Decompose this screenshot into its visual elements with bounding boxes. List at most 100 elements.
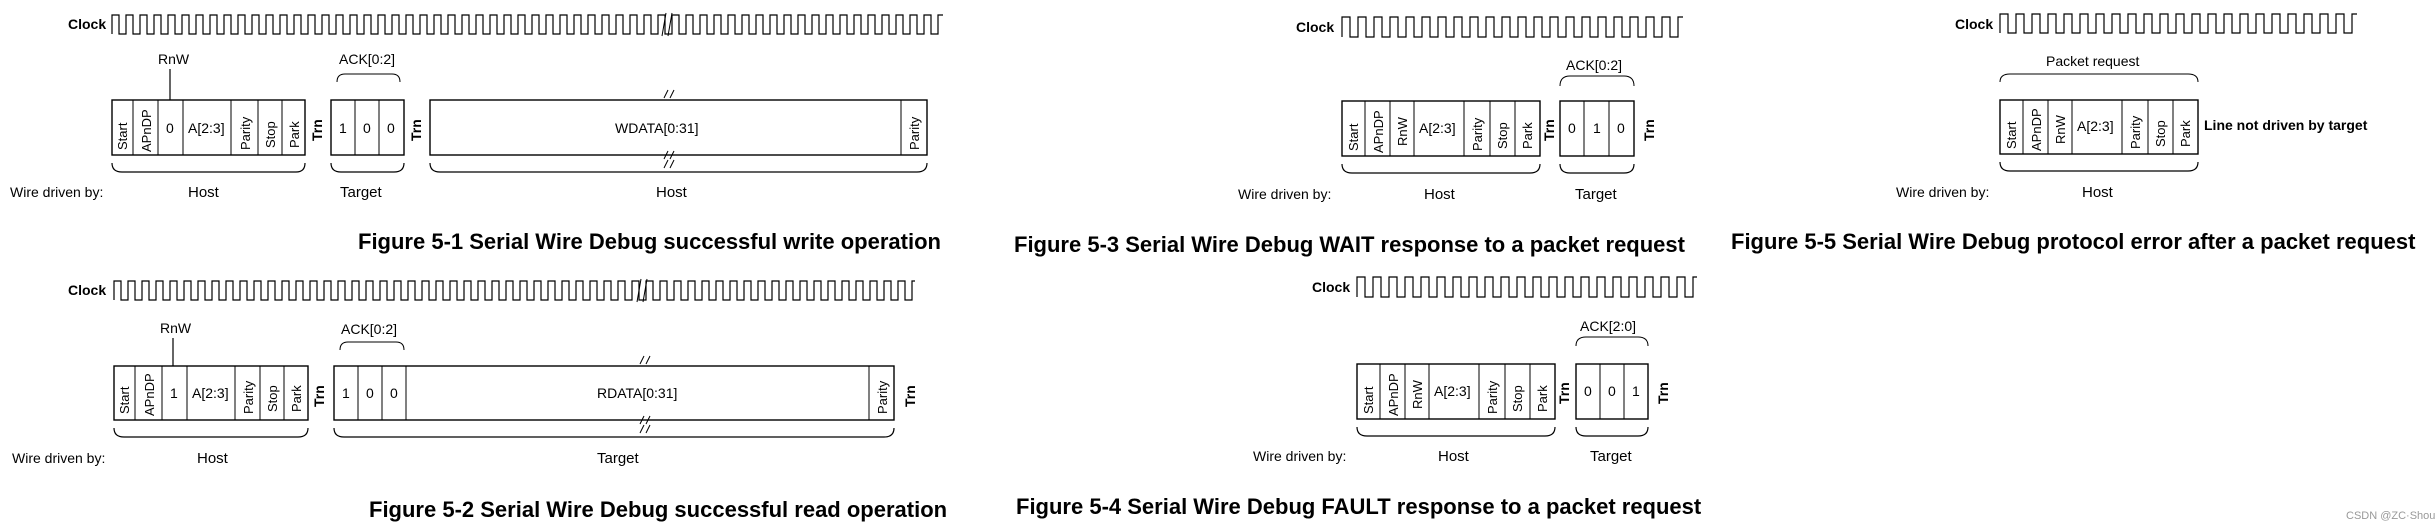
break-mark xyxy=(663,89,675,160)
clock-break-mark xyxy=(661,12,673,37)
clock-label: Clock xyxy=(1955,16,1993,32)
turnaround-label: Trn xyxy=(1655,382,1671,404)
field-rnw: RnW xyxy=(1410,379,1425,409)
ack-label: ACK[0:2] xyxy=(341,321,397,337)
ack-bit-1: 0 xyxy=(366,385,374,401)
ack-label: ACK[2:0] xyxy=(1580,318,1636,334)
data-block: WDATA[0:31] Parity xyxy=(429,89,928,160)
field-parity: Parity xyxy=(875,380,890,414)
packet-request-brace xyxy=(1999,73,2199,83)
data-label: WDATA[0:31] xyxy=(615,120,699,136)
figure-5-3: Clock ACK[0:2] Start APnDP RnW A[2:3] Pa… xyxy=(1014,16,1686,257)
field-addr: A[2:3] xyxy=(1434,383,1471,399)
clock-waveform xyxy=(1999,13,2357,34)
field-start: Start xyxy=(1361,386,1376,414)
clock-label: Clock xyxy=(1296,19,1334,35)
wire-driven-label: Wire driven by: xyxy=(1896,184,1989,200)
turnaround-label: Trn xyxy=(408,119,424,141)
data-block: 1 0 0 RDATA[0:31] Parity xyxy=(333,355,895,425)
turnaround-label: Trn xyxy=(309,119,325,141)
rnw-label: RnW xyxy=(160,320,192,336)
field-stop: Stop xyxy=(265,385,280,412)
wire-driven-label: Wire driven by: xyxy=(1238,186,1331,202)
ack-bit-1: 0 xyxy=(363,120,371,136)
ack-box: 1 0 0 xyxy=(330,73,405,156)
field-stop: Stop xyxy=(1495,122,1510,149)
field-start: Start xyxy=(115,122,130,150)
data-label: RDATA[0:31] xyxy=(597,385,677,401)
figure-5-2: Clock RnW ACK[0:2] Start APnDP 1 A[2:3] … xyxy=(12,278,947,522)
host-label: Host xyxy=(656,184,688,201)
host-packet: Start APnDP RnW A[2:3] Parity Stop Park xyxy=(1999,99,2199,155)
ack-box xyxy=(339,341,405,351)
target-brace xyxy=(1575,426,1649,437)
field-park: Park xyxy=(2178,120,2193,147)
ack-bit-2: 1 xyxy=(1632,383,1640,399)
field-apndp: APnDP xyxy=(2029,108,2044,151)
ack-box: 0 0 1 xyxy=(1575,336,1649,420)
target-brace xyxy=(333,427,895,438)
ack-bit-2: 0 xyxy=(1617,120,1625,136)
clock-label: Clock xyxy=(1312,279,1350,295)
host-label: Host xyxy=(1438,448,1470,465)
ack-label: ACK[0:2] xyxy=(1566,57,1622,73)
host-brace xyxy=(111,162,306,173)
turnaround-label: Trn xyxy=(1541,119,1557,141)
host-packet: Start APnDP 1 A[2:3] Parity Stop Park xyxy=(113,365,309,421)
field-start: Start xyxy=(1346,123,1361,151)
field-stop: Stop xyxy=(1510,385,1525,412)
target-label: Target xyxy=(597,450,640,467)
field-start: Start xyxy=(117,386,132,414)
field-addr: A[2:3] xyxy=(192,385,229,401)
ack-bit-1: 1 xyxy=(1593,120,1601,136)
target-label: Target xyxy=(1575,186,1618,203)
host-brace xyxy=(1356,426,1556,437)
field-rnw: RnW xyxy=(2053,114,2068,144)
ack-bit-2: 0 xyxy=(390,385,398,401)
field-apndp: APnDP xyxy=(139,109,154,152)
field-stop: Stop xyxy=(263,121,278,148)
figure-5-4: Clock ACK[2:0] Start APnDP RnW A[2:3] Pa… xyxy=(1016,276,1702,519)
target-label: Target xyxy=(1590,448,1633,465)
ack-bit-1: 0 xyxy=(1608,383,1616,399)
turnaround-label: Trn xyxy=(1556,382,1572,404)
clock-waveform xyxy=(1356,276,1697,298)
field-rnw: RnW xyxy=(1395,116,1410,146)
wire-driven-label: Wire driven by: xyxy=(12,450,105,466)
field-stop: Stop xyxy=(2153,120,2168,147)
host-label: Host xyxy=(197,450,229,467)
field-apndp: APnDP xyxy=(1386,373,1401,416)
break-mark xyxy=(639,424,651,434)
figure-caption: Figure 5-3 Serial Wire Debug WAIT respon… xyxy=(1014,232,1686,257)
field-apndp: APnDP xyxy=(1371,110,1386,153)
field-parity: Parity xyxy=(238,116,253,150)
field-start: Start xyxy=(2004,121,2019,149)
field-apndp: APnDP xyxy=(142,373,157,416)
target-label: Target xyxy=(340,184,383,201)
figure-caption: Figure 5-4 Serial Wire Debug FAULT respo… xyxy=(1016,494,1702,519)
line-not-driven-label: Line not driven by target xyxy=(2204,117,2368,133)
ack-label: ACK[0:2] xyxy=(339,51,395,67)
field-addr: A[2:3] xyxy=(1419,120,1456,136)
field-parity: Parity xyxy=(907,116,922,150)
field-rnw-value: 1 xyxy=(170,385,178,401)
host-packet: Start APnDP 0 A[2:3] Parity Stop Park xyxy=(111,99,306,156)
turnaround-label: Trn xyxy=(902,385,918,407)
ack-box: 0 1 0 xyxy=(1559,75,1635,157)
wire-driven-label: Wire driven by: xyxy=(10,184,103,200)
break-mark xyxy=(663,159,675,169)
host-brace xyxy=(113,427,309,438)
field-park: Park xyxy=(289,385,304,412)
clock-label: Clock xyxy=(68,16,106,32)
ack-bit-2: 0 xyxy=(387,120,395,136)
field-park: Park xyxy=(1520,122,1535,149)
ack-bit-0: 1 xyxy=(339,120,347,136)
ack-bit-0: 0 xyxy=(1584,383,1592,399)
packet-request-label: Packet request xyxy=(2046,53,2139,69)
clock-break-mark xyxy=(636,278,648,303)
field-park: Park xyxy=(287,121,302,148)
figure-caption: Figure 5-5 Serial Wire Debug protocol er… xyxy=(1731,229,2416,254)
host-brace xyxy=(1341,163,1541,174)
field-parity: Parity xyxy=(241,380,256,414)
